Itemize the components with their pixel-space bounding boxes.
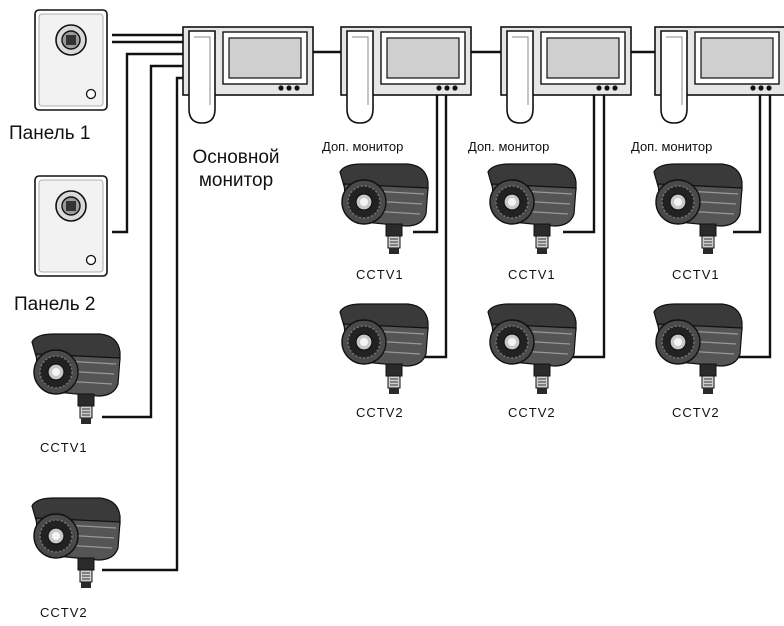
extra-monitor-1 — [340, 26, 472, 124]
ext3-cctv2-label: CCTV2 — [672, 405, 720, 420]
ext1-cctv1-camera — [339, 163, 429, 255]
ext3-cctv1-camera — [653, 163, 743, 255]
main-monitor-label-line2: монитор — [198, 170, 274, 191]
panel-1-label: Панель 1 — [9, 123, 91, 144]
ext3-cctv1-label: CCTV1 — [672, 267, 720, 282]
extra-monitor-3-label: Доп. монитор — [631, 139, 713, 154]
wire-ext1-cctv1 — [413, 94, 439, 234]
ext1-cctv2-label: CCTV2 — [356, 405, 404, 420]
ext2-cctv2-camera — [487, 303, 577, 395]
extra-monitor-1-label: Доп. монитор — [322, 139, 404, 154]
main-monitor-label: Основной монитор — [186, 146, 286, 192]
wire-main-cctv1 — [102, 64, 183, 419]
wire-ext3-cctv1 — [733, 94, 762, 234]
wire-ext3-cctv2 — [733, 94, 772, 359]
extra-monitor-2-label: Доп. монитор — [468, 139, 550, 154]
ext1-cctv2-camera — [339, 303, 429, 395]
call-panel-1 — [34, 9, 108, 111]
ext2-cctv2-label: CCTV2 — [508, 405, 556, 420]
extra-monitor-2 — [500, 26, 632, 124]
extra-monitor-3 — [654, 26, 784, 124]
main-monitor-label-line1: Основной — [192, 147, 280, 168]
wire-ext2-cctv1 — [563, 94, 596, 234]
ext3-cctv2-camera — [653, 303, 743, 395]
ext2-cctv1-camera — [487, 163, 577, 255]
ext1-cctv1-label: CCTV1 — [356, 267, 404, 282]
ext2-cctv1-label: CCTV1 — [508, 267, 556, 282]
main-cctv2-label: CCTV2 — [40, 605, 88, 620]
main-cctv2-camera — [31, 497, 121, 589]
call-panel-2 — [34, 175, 108, 277]
wire-main-cctv2 — [102, 76, 183, 572]
panel-2-label: Панель 2 — [14, 294, 96, 315]
wire-panel2 — [112, 52, 183, 234]
main-cctv1-label: CCTV1 — [40, 440, 88, 455]
main-monitor — [182, 26, 314, 124]
wire-ext2-cctv2 — [563, 94, 606, 359]
wires — [102, 33, 772, 572]
main-cctv1-camera — [31, 333, 121, 425]
